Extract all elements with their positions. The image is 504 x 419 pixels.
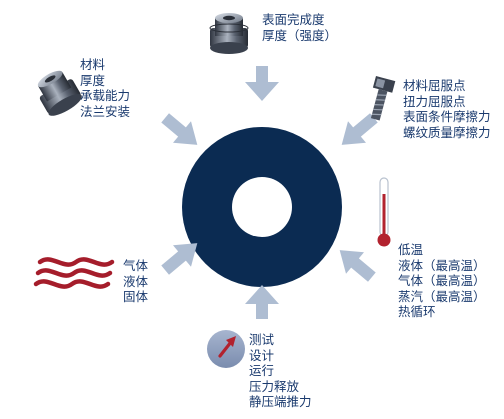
label-gas: 气体 xyxy=(123,258,149,273)
label-material-yield: 材料屈服点 xyxy=(403,78,466,93)
wavy-lines-icon xyxy=(33,257,115,289)
label-thickness: 厚度 xyxy=(80,72,106,88)
label-design: 设计 xyxy=(249,347,275,363)
label-group-lower-right: 低温 液体（最高温） 气体（最高温） 蒸汽（最高温） 热循环 xyxy=(398,242,486,320)
gasket-ring xyxy=(182,127,342,287)
label-low-temp: 低温 xyxy=(398,242,424,257)
arrow-left xyxy=(161,243,198,275)
label-flange-install: 法兰安装 xyxy=(80,103,131,119)
label-torque-yield: 扭力屈服点 xyxy=(403,93,466,109)
flange-nut-icon xyxy=(37,70,82,116)
label-material: 材料 xyxy=(80,57,106,72)
arrow-top xyxy=(245,66,279,101)
label-operation: 运行 xyxy=(249,363,275,378)
arrow-bottom xyxy=(245,285,279,319)
label-pressure-release: 压力释放 xyxy=(249,378,300,394)
arrow-upper-left xyxy=(161,113,198,145)
bolt-icon xyxy=(370,76,396,121)
label-steam-max-temp: 蒸汽（最高温） xyxy=(398,288,486,304)
label-group-upper-left: 材料 厚度 承载能力 法兰安装 xyxy=(80,57,130,119)
label-group-upper-right: 材料屈服点 扭力屈服点 表面条件摩擦力 螺纹质量摩擦力 xyxy=(403,78,491,140)
force-arrows xyxy=(161,66,378,319)
label-hydrostatic-end-thrust: 静压端推力 xyxy=(249,394,312,409)
arrow-upper-right xyxy=(341,113,378,145)
label-surface-friction: 表面条件摩擦力 xyxy=(403,109,491,124)
label-thermal-cycle: 热循环 xyxy=(398,304,436,319)
label-surface-finish: 表面完成度 xyxy=(262,12,325,27)
flange-nut-icon xyxy=(209,13,249,54)
label-test: 测试 xyxy=(249,332,275,347)
label-load-capacity: 承载能力 xyxy=(80,88,131,103)
label-gas-max-temp: 气体（最高温） xyxy=(398,273,486,288)
label-thickness-strength: 厚度（强度） xyxy=(262,27,338,43)
arrow-lower-right xyxy=(339,250,376,282)
label-thread-friction: 螺纹质量摩擦力 xyxy=(403,124,491,140)
thermometer-icon xyxy=(377,177,391,247)
label-group-left: 气体 液体 固体 xyxy=(123,258,148,305)
pressure-gauge-icon xyxy=(207,330,245,368)
label-liquid-max-temp: 液体（最高温） xyxy=(398,257,486,273)
label-group-top: 表面完成度 厚度（强度） xyxy=(262,12,337,43)
label-solid: 固体 xyxy=(123,289,149,304)
label-liquid: 液体 xyxy=(123,273,149,289)
label-group-bottom: 测试 设计 运行 压力释放 静压端推力 xyxy=(249,332,312,410)
